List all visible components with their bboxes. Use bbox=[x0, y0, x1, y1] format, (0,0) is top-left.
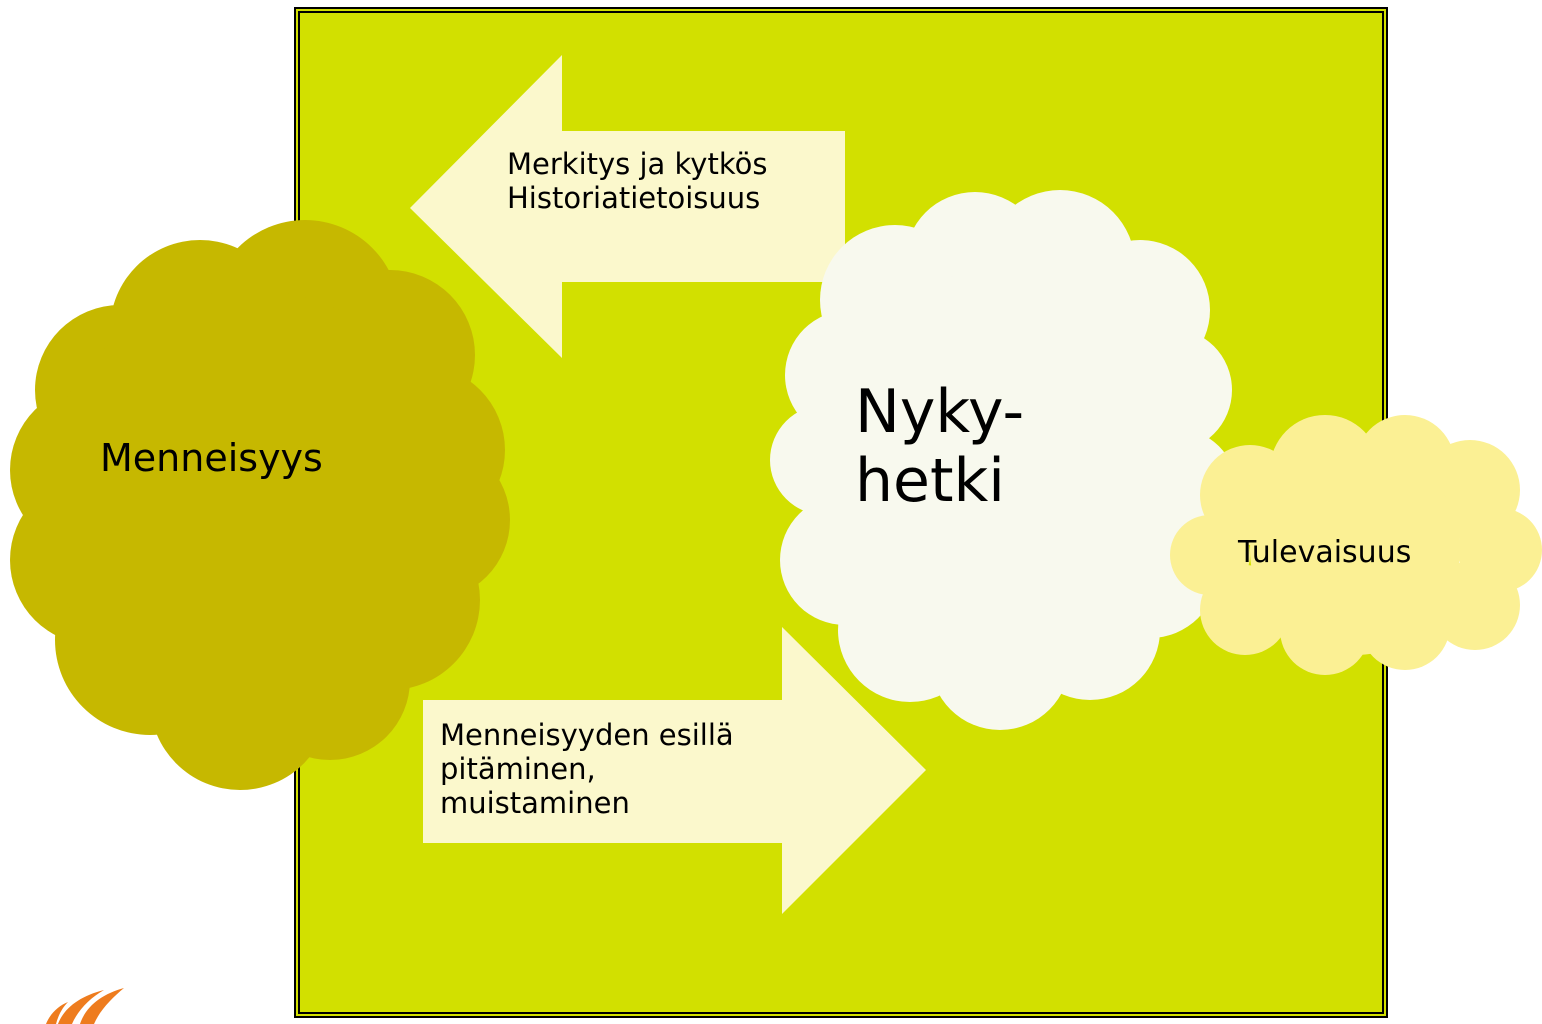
cloud-present bbox=[770, 190, 1237, 730]
cloud-future bbox=[1170, 415, 1542, 675]
arrow-toward-present bbox=[423, 627, 926, 914]
arrow-toward-past bbox=[410, 55, 845, 358]
cloud-past bbox=[10, 220, 510, 790]
swoosh-logo-icon bbox=[46, 988, 124, 1024]
present-label: Nyky- hetki bbox=[855, 377, 1025, 516]
past-label: Menneisyys bbox=[100, 436, 323, 480]
future-label: Tulevaisuus bbox=[1238, 535, 1412, 570]
arrow-toward-past-label: Merkitys ja kytkös Historiatietoisuus bbox=[507, 147, 768, 216]
arrow-toward-present-label: Menneisyyden esillä pitäminen, muistamin… bbox=[440, 718, 734, 821]
